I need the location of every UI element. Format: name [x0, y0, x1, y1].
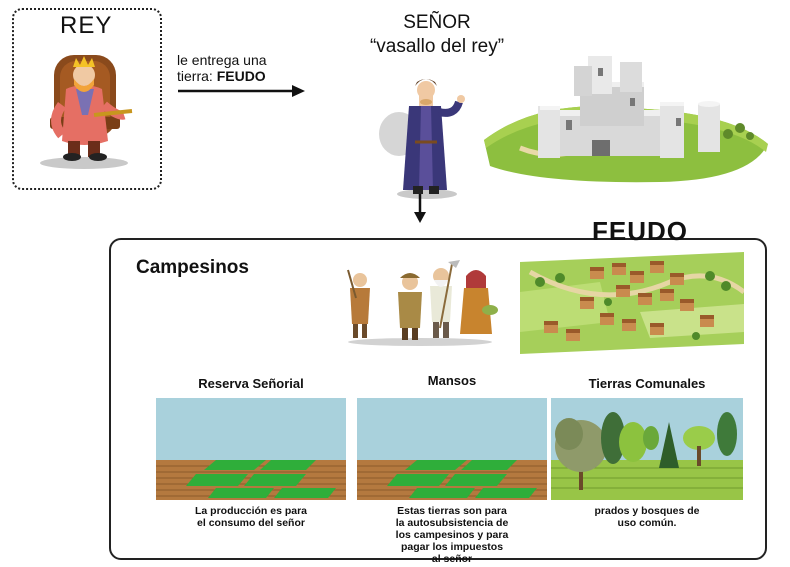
arrow-label-prefix: tierra:	[177, 68, 217, 84]
castle-illustration	[484, 56, 768, 183]
campesinos-title: Campesinos	[136, 257, 249, 278]
description-line: los campesinos y para	[395, 529, 509, 541]
down-arrow-icon	[414, 194, 426, 223]
description-line: La producción es para	[194, 505, 308, 517]
reserva-senorial-field-image	[156, 398, 346, 500]
senor-illustration	[379, 79, 465, 199]
description-line: la autosubsistencia de	[395, 517, 509, 529]
feudo-title: FEUDO	[592, 216, 688, 246]
description-line: pagar los impuestos	[400, 541, 504, 553]
description-reserva-senorial: La producción es para el consumo del señ…	[160, 505, 342, 529]
peasants-illustration	[347, 260, 498, 346]
arrow-label-line2: tierra: FEUDO	[177, 68, 267, 84]
description-line: al señor	[431, 553, 473, 565]
description-line: el consumo del señor	[197, 517, 305, 529]
senor-subtitle: “vasallo del rey”	[369, 36, 505, 57]
arrow-label-feudo: FEUDO	[216, 68, 266, 84]
description-tierras-comunales: prados y bosques de uso común.	[555, 505, 739, 529]
description-line: uso común.	[617, 517, 677, 529]
rey-box	[12, 8, 162, 190]
feudo-box	[109, 238, 767, 560]
king-illustration	[40, 55, 133, 169]
description-line: prados y bosques de	[594, 505, 700, 517]
description-mansos: Estas tierras son para la autosubsistenc…	[361, 505, 543, 565]
heading-mansos: Mansos	[427, 373, 477, 388]
description-line: Estas tierras son para	[397, 505, 507, 517]
senor-title: SEÑOR	[403, 12, 471, 33]
arrow-label: le entrega una tierra: FEUDO	[177, 52, 267, 84]
rey-title: REY	[60, 12, 113, 39]
right-arrow-icon	[178, 85, 305, 97]
village-illustration	[520, 252, 744, 354]
heading-tierras-comunales: Tierras Comunales	[588, 376, 706, 391]
mansos-field-image	[357, 398, 547, 500]
tierras-comunales-field-image	[551, 398, 743, 500]
heading-reserva-senorial: Reserva Señorial	[198, 376, 304, 391]
arrow-label-line1: le entrega una	[177, 52, 267, 68]
